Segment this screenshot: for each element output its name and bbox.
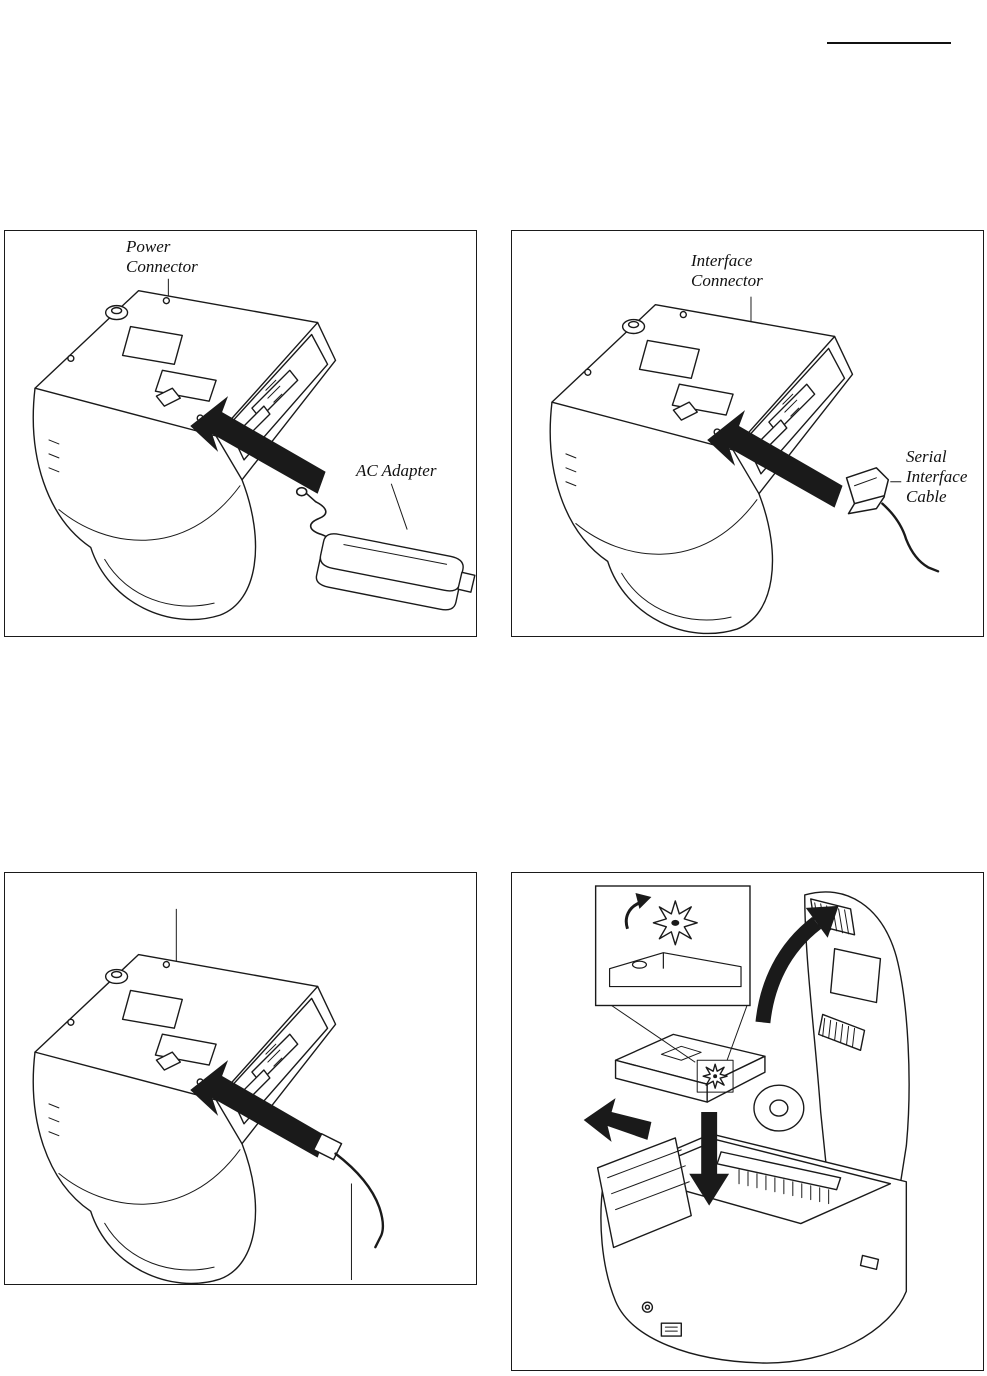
printer-rear-illustration <box>32 290 337 621</box>
detail-inset <box>594 885 751 1007</box>
printer-open-base <box>596 1133 908 1364</box>
inset-callout-line <box>611 1005 696 1063</box>
ribbon-installation-illustration <box>583 885 910 1364</box>
remove-left-arrow <box>583 1098 652 1142</box>
power-connection-illustration <box>32 278 476 621</box>
callout-ac-adapter: AC Adapter <box>356 461 436 481</box>
callout-text-line: Serial <box>906 447 947 466</box>
printer-rear-illustration <box>549 303 854 635</box>
open-cover-arrow <box>755 905 839 1024</box>
callout-text-line: Connector <box>691 271 763 290</box>
rotate-knob-arrow <box>624 892 652 930</box>
figure-panel-cable-connection <box>4 872 477 1285</box>
callout-text-line: AC Adapter <box>356 461 437 480</box>
insert-down-arrow <box>689 1112 730 1206</box>
printer-rear-illustration <box>32 953 337 1284</box>
interface-connection-illustration <box>549 296 940 635</box>
callout-text-line: Cable <box>906 487 947 506</box>
ribbon-cassette-drawing <box>614 1033 766 1103</box>
leader-line-ac-adapter <box>390 483 408 530</box>
figure-panel-interface-connection: Interface Connector Serial Interface Cab… <box>511 230 984 637</box>
callout-text-line: Connector <box>126 257 198 276</box>
header-rule <box>827 42 951 44</box>
callout-text-line: Interface <box>691 251 753 270</box>
callout-serial-interface-cable: Serial Interface Cable <box>906 447 967 507</box>
figure-panel-power-connection: Power Connector AC Adapter <box>4 230 477 637</box>
callout-power-connector: Power Connector <box>126 237 198 277</box>
inset-cassette-corner <box>608 952 742 988</box>
serial-cable-drawing <box>845 467 940 573</box>
callout-interface-connector: Interface Connector <box>691 251 763 291</box>
cable-connection-illustration <box>32 908 385 1284</box>
callout-text-line: Power <box>126 237 171 256</box>
insert-arrow <box>190 396 326 494</box>
cable-drawing <box>312 1132 385 1249</box>
inset-callout-line <box>726 1005 748 1061</box>
figure-panel-ribbon-installation <box>511 872 984 1371</box>
ac-adapter-drawing <box>315 533 476 611</box>
insert-arrow <box>190 1060 326 1158</box>
insert-arrow <box>707 410 843 508</box>
callout-text-line: Interface <box>906 467 968 486</box>
